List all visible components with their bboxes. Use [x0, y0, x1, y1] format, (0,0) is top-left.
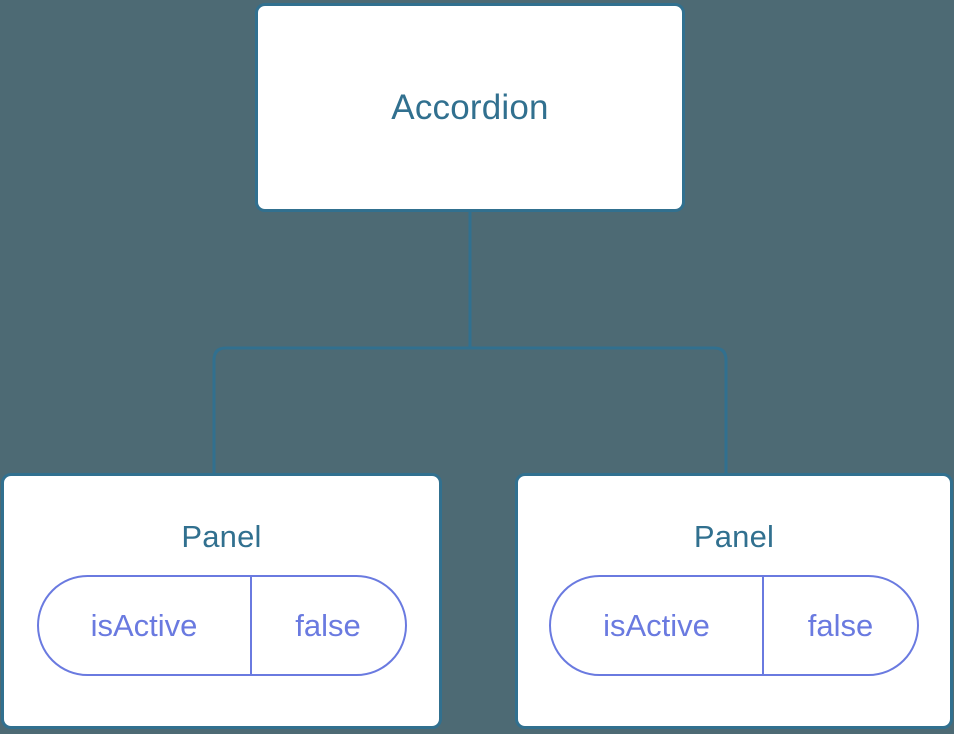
node-panel-right[interactable]: Panel isActive false	[515, 473, 953, 729]
prop-pill-panel-right-isactive[interactable]: isActive false	[549, 575, 919, 676]
node-accordion-title: Accordion	[391, 88, 549, 127]
prop-key: isActive	[39, 577, 252, 674]
connector-edge-panel-right	[470, 346, 728, 476]
prop-key: isActive	[551, 577, 764, 674]
node-panel-left-title: Panel	[181, 519, 262, 554]
node-accordion[interactable]: Accordion	[255, 3, 685, 212]
node-panel-right-title: Panel	[693, 519, 775, 554]
prop-pill-panel-left-isactive[interactable]: isActive false	[36, 575, 407, 676]
node-panel-left[interactable]: Panel isActive false	[1, 473, 442, 729]
prop-value: false	[295, 608, 361, 643]
prop-value: false	[807, 608, 874, 643]
connector-edge-panel-left	[212, 346, 470, 476]
